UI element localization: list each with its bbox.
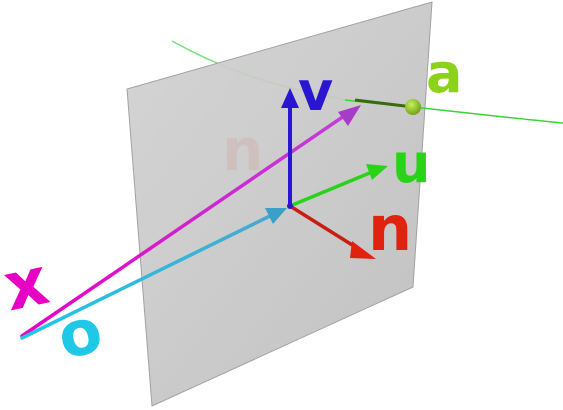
label-o: o [50,293,109,374]
point-a [405,99,421,115]
label-v: v [298,60,333,123]
arrow-v-head [281,88,299,108]
arrow-o-head [265,208,287,224]
label-a: a [426,42,462,105]
label-n: n [368,192,412,265]
label-x: x [0,242,55,326]
arrow-x-shaft [20,112,349,338]
label-n-ghost: n [222,116,263,184]
arrow-u-shaft [289,170,373,208]
label-u: u [392,132,430,195]
arrow-u-head [366,164,388,180]
arrow-o-shaft [20,213,274,340]
arrow-n-head [350,241,376,259]
arrow-x-head [338,105,361,126]
origin-point [287,203,293,209]
image-plane [126,1,433,407]
arrow-n-shaft [289,204,358,250]
curve-highlight [354,98,414,109]
